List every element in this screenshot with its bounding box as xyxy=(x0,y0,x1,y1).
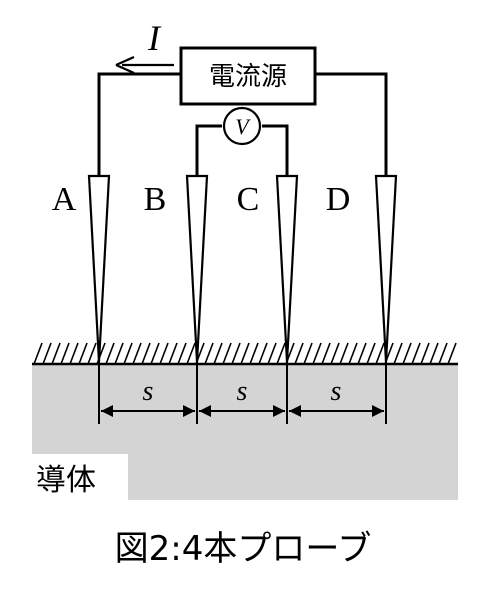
spacing-label-bc: s xyxy=(237,376,248,407)
hatch-stroke xyxy=(87,342,97,365)
hatch-stroke xyxy=(447,342,457,365)
hatch-stroke xyxy=(168,342,178,365)
surface-hatching xyxy=(33,342,457,365)
hatch-stroke xyxy=(42,342,52,365)
hatch-stroke xyxy=(231,342,241,365)
hatch-stroke xyxy=(366,342,376,365)
probe-label-d: D xyxy=(326,181,351,218)
spacing-label-cd: s xyxy=(331,376,342,407)
figure-caption: 図2:4本プローブ xyxy=(115,529,372,569)
hatch-stroke xyxy=(330,342,340,365)
hatch-stroke xyxy=(105,342,115,365)
hatch-stroke xyxy=(249,342,259,365)
hatch-stroke xyxy=(312,342,322,365)
dimension-arrow-cd xyxy=(289,405,384,417)
current-wire-left xyxy=(97,72,182,176)
hatch-stroke xyxy=(321,342,331,365)
hatch-stroke xyxy=(33,342,43,365)
probe-d xyxy=(374,174,398,363)
hatch-stroke xyxy=(294,342,304,365)
hatch-stroke xyxy=(123,342,133,365)
hatch-stroke xyxy=(141,342,151,365)
hatch-stroke xyxy=(267,342,277,365)
probe-label-c: C xyxy=(237,181,260,218)
hatch-stroke xyxy=(393,342,403,365)
spacing-label-ab: s xyxy=(143,376,154,407)
hatch-stroke xyxy=(258,342,268,365)
hatch-stroke xyxy=(357,342,367,365)
dimension-arrow-ab xyxy=(101,405,195,417)
voltmeter-circle xyxy=(222,106,262,146)
hatch-stroke xyxy=(411,342,421,365)
conductor-label: 導体 xyxy=(36,463,96,498)
probe-a xyxy=(87,174,111,363)
hatch-stroke xyxy=(276,342,286,365)
hatch-stroke xyxy=(375,342,385,365)
hatch-stroke xyxy=(78,342,88,365)
hatch-stroke xyxy=(69,342,79,365)
current-source-box xyxy=(179,46,317,106)
current-label: I xyxy=(147,18,162,58)
hatch-stroke xyxy=(159,342,169,365)
hatch-stroke xyxy=(150,342,160,365)
voltmeter-wire-right xyxy=(262,124,289,176)
hatch-stroke xyxy=(402,342,412,365)
dimension-arrow-bc xyxy=(199,405,285,417)
current-wire-right xyxy=(314,72,388,176)
hatch-stroke xyxy=(186,342,196,365)
hatch-stroke xyxy=(438,342,448,365)
hatch-stroke xyxy=(204,342,214,365)
hatch-stroke xyxy=(132,342,142,365)
conductor-label-background xyxy=(32,454,128,500)
probe-label-a: A xyxy=(52,181,77,218)
hatch-stroke xyxy=(213,342,223,365)
probe-label-b: B xyxy=(144,181,167,218)
current-source-label: 電流源 xyxy=(209,62,287,92)
hatch-stroke xyxy=(222,342,232,365)
hatch-stroke xyxy=(429,342,439,365)
voltmeter-label: V xyxy=(235,114,251,139)
hatch-stroke xyxy=(420,342,430,365)
voltmeter-wire-left xyxy=(195,124,222,176)
hatch-stroke xyxy=(348,342,358,365)
hatch-stroke xyxy=(60,342,70,365)
hatch-stroke xyxy=(240,342,250,365)
hatch-stroke xyxy=(177,342,187,365)
hatch-stroke xyxy=(114,342,124,365)
hatch-stroke xyxy=(339,342,349,365)
probe-b xyxy=(185,174,209,363)
current-arrow-head xyxy=(115,55,135,75)
hatch-stroke xyxy=(303,342,313,365)
hatch-stroke xyxy=(51,342,61,365)
probe-c xyxy=(275,174,299,363)
